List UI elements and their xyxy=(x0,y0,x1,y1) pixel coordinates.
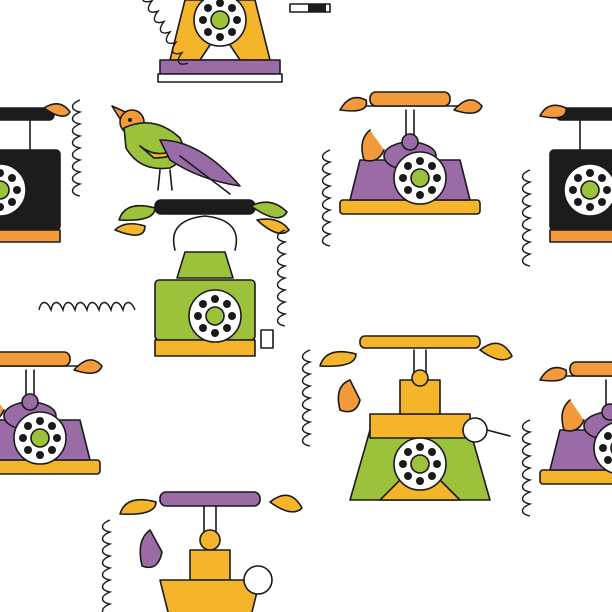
phone-center-bird xyxy=(38,199,290,357)
phone-right-edge-upper xyxy=(521,104,612,267)
phone-right-upper xyxy=(323,92,483,246)
phone-bottom-center xyxy=(101,491,303,612)
phone-left-upper xyxy=(0,99,81,242)
bird-on-phone xyxy=(111,105,241,195)
phone-center-lower xyxy=(301,335,513,501)
phone-top-center xyxy=(132,0,331,83)
phone-left-lower xyxy=(0,352,102,506)
phone-right-lower xyxy=(523,362,612,516)
